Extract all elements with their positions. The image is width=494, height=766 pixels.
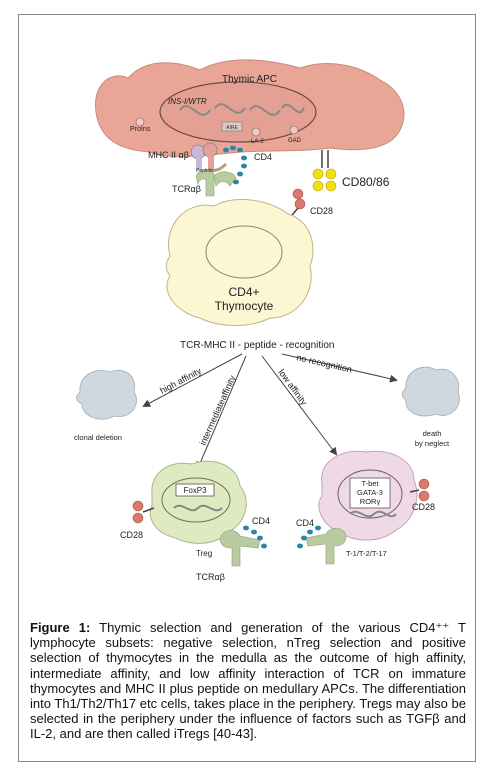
death-by-neglect-cell: death by neglect (401, 366, 460, 448)
cd4-top (223, 145, 247, 185)
low-affinity-label: low affinity (276, 367, 309, 407)
intermediate-affinity-label: intermediateaffinity (198, 373, 238, 446)
tcr-top-label: TCRαβ (172, 184, 201, 194)
clonal-deletion-cell: clonal deletion (74, 369, 137, 442)
cd4-treg (243, 525, 267, 549)
foxp3-box (175, 483, 215, 497)
rorgt-label: RORγ (360, 497, 381, 506)
aire-label: AIRE (226, 125, 238, 131)
proins-label: ProIns (130, 126, 151, 133)
gad-label: GAD (288, 138, 302, 144)
selection-arrows (142, 353, 398, 470)
clonal-deletion-label: clonal deletion (74, 433, 122, 442)
mhc-label: MHC II αβ (148, 150, 189, 160)
death-label-2: by neglect (415, 439, 450, 448)
tf-box (349, 477, 391, 509)
thymocyte-label-1: CD4+ (228, 285, 259, 299)
recognition-label: TCR-MHC II - peptide - recognition (180, 340, 335, 351)
aire-box (221, 121, 243, 132)
thymocyte-cell: CD4+ Thymocyte (165, 199, 314, 326)
treg-label: Treg (196, 549, 212, 558)
dna-strands (179, 103, 305, 116)
caption-text: Thymic selection and generation of the v… (30, 620, 466, 742)
th-subsets-label: T-1/T-2/T-17 (346, 549, 387, 558)
cd4-th (297, 525, 321, 549)
cd28-top-label: CD28 (310, 206, 333, 216)
immune-synapse: Peptide MHC II αβ TCRαβ CD4 (148, 142, 272, 197)
foxp3-label: FoxP3 (183, 486, 207, 495)
gene-label: INS-I/WTR (168, 97, 207, 106)
thymocyte-label-2: Thymocyte (215, 299, 274, 313)
tcr-treg-label: TCRαβ (196, 572, 225, 582)
peptide-label: Peptide (196, 168, 213, 174)
th-cell: T-bet GATA-3 RORγ CD28 CD4 T-1/T-2/T-17 (296, 450, 435, 565)
gata3-label: GATA-3 (357, 488, 383, 497)
death-label-1: death (423, 429, 442, 438)
tbet-label: T-bet (361, 479, 379, 488)
la2-label: LA-2 (251, 139, 264, 145)
cd4-treg-label: CD4 (252, 516, 270, 526)
cd4-th-label: CD4 (296, 518, 314, 528)
cd28-treg-label: CD28 (120, 530, 143, 540)
cd80-label: CD80/86 (342, 175, 390, 189)
high-affinity-label: high affinity (158, 365, 203, 395)
treg-cell: FoxP3 CD28 CD4 Treg TCRαβ (120, 460, 270, 582)
no-recognition-label: no recognition (296, 352, 353, 374)
thymic-apc: AIRE Thymic APC INS-I/WTR ProIns LA-2 GA… (94, 59, 405, 158)
apc-label: Thymic APC (222, 74, 277, 85)
cd28-th-label: CD28 (412, 502, 435, 512)
cd4-top-label: CD4 (254, 152, 272, 162)
costimulation: CD80/86 CD28 (287, 150, 390, 221)
caption-lead: Figure 1: (30, 620, 91, 635)
thymic-selection-diagram: AIRE Thymic APC INS-I/WTR ProIns LA-2 GA… (74, 59, 460, 582)
figure-caption: Figure 1: Thymic selection and generatio… (30, 620, 466, 742)
